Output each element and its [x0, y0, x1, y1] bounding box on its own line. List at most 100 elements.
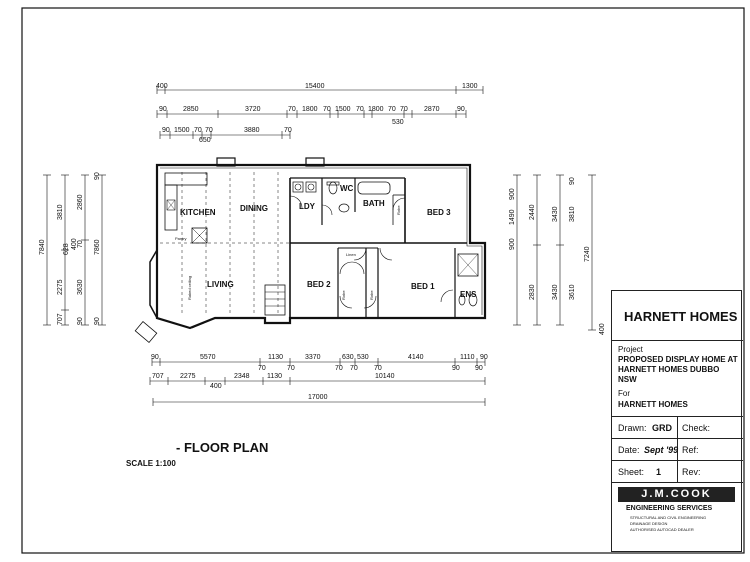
label-linen: Linen: [346, 252, 356, 257]
dim-text: 10140: [375, 373, 395, 380]
dim-text: 90: [480, 354, 488, 361]
room-bed2: BED 2: [307, 280, 331, 289]
dim-text: 1300: [462, 83, 478, 90]
dim-text: 70: [388, 106, 396, 113]
dim-text: 90: [457, 106, 465, 113]
dim-text: 1800: [302, 106, 318, 113]
title-block-drawn-row: Drawn: GRD Check:: [612, 417, 743, 439]
dim-text: 17000: [308, 394, 328, 401]
dim-text: 2440: [529, 204, 536, 220]
dim-text: 7860: [94, 239, 101, 255]
dim-text: 628: [63, 243, 70, 255]
dim-text: 400: [210, 383, 222, 390]
for-label: For: [618, 389, 630, 398]
label-robe: Robe: [341, 290, 346, 300]
room-living: LIVING: [207, 280, 234, 289]
dim-text: 90: [94, 172, 101, 180]
room-bed1: BED 1: [411, 282, 435, 291]
drawing-scale: SCALE 1:100: [126, 459, 176, 468]
dim-text: 3630: [77, 279, 84, 295]
top-dimensions: 400 15400 1300 90 2850 3720 70 1800 70 1…: [156, 83, 484, 144]
dim-text: 90: [475, 365, 483, 372]
drawn-label: Drawn:: [618, 423, 647, 433]
dim-text: 15400: [305, 83, 325, 90]
dim-text: 400: [156, 83, 168, 90]
dim-text: 3720: [245, 106, 261, 113]
pantry-box: [191, 227, 208, 244]
right-dimensions: [513, 174, 596, 331]
left-dimension-labels: 7840 3810 2275 707 2860 628 400 70 3630 …: [39, 172, 101, 325]
dim-text: 70: [400, 106, 408, 113]
dim-text: 2860: [77, 194, 84, 210]
dim-text: 70: [323, 106, 331, 113]
date-value: Sept '99: [644, 445, 679, 455]
dim-text: 70: [350, 365, 358, 372]
title-block: HARNETT HOMES Project PROPOSED DISPLAY H…: [611, 290, 743, 552]
company-name: HARNETT HOMES: [624, 309, 738, 324]
dim-text: 70: [374, 365, 382, 372]
room-labels: KITCHEN DINING LDY WC BATH BED 3 LIVING …: [175, 184, 477, 300]
label-robe: Robe: [369, 290, 374, 300]
title-block-date-row: Date: Sept '99 Ref:: [612, 439, 743, 461]
dim-text: 530: [357, 354, 369, 361]
dim-text: 90: [151, 354, 159, 361]
dim-text: 3430: [552, 284, 559, 300]
dim-text: 2275: [57, 279, 64, 295]
label-robe: Robe: [396, 205, 401, 215]
dim-text: 3370: [305, 354, 321, 361]
floor-plan: [134, 157, 487, 343]
dim-text: 70: [205, 127, 213, 134]
dim-text: 1130: [267, 373, 282, 380]
dim-text: 90: [94, 317, 101, 325]
firm-service: DRAINAGE DESIGN: [630, 521, 668, 526]
dim-text: 3610: [569, 284, 576, 300]
dim-text: 70: [288, 106, 296, 113]
dim-text: 1130: [268, 354, 283, 361]
rev-label: Rev:: [682, 467, 701, 477]
project-name: PROPOSED DISPLAY HOME AT HARNETT HOMES D…: [618, 355, 738, 384]
dim-text: 1490: [509, 209, 516, 225]
dim-text: 90: [162, 127, 170, 134]
sheet-label: Sheet:: [618, 467, 645, 477]
firm-service: STRUCTURAL AND CIVIL ENGINEERING: [630, 515, 707, 520]
dim-text: 3810: [57, 204, 64, 220]
firm-logo: J.M.COOK: [618, 487, 735, 502]
check-label: Check:: [682, 423, 711, 433]
dim-text: 3880: [244, 127, 260, 134]
dim-text: 90: [569, 177, 576, 185]
firm-service: AUTHORISED AUTOCAD DEALER: [630, 527, 694, 532]
room-ldy: LDY: [299, 202, 316, 211]
dim-text: 90: [452, 365, 460, 372]
dim-text: 630: [342, 354, 354, 361]
title-block-sheet-row: Sheet: 1 Rev:: [612, 461, 743, 483]
dim-text: 5570: [200, 354, 216, 361]
left-dimensions: [43, 174, 106, 326]
dim-text: 1500: [335, 106, 351, 113]
engineering-firm-block: J.M.COOK ENGINEERING SERVICES STRUCTURAL…: [612, 483, 741, 551]
sheet-value: 1: [656, 467, 662, 477]
dim-text: 2850: [183, 106, 199, 113]
dim-text: 70: [194, 127, 202, 134]
dim-text: 70: [284, 127, 292, 134]
right-dimension-labels: 900 1490 900 2440 2830 3430 3430 3810 36…: [509, 177, 606, 335]
dim-text: 707: [57, 313, 64, 325]
dim-text: 1110: [460, 354, 475, 361]
room-wc: WC: [340, 184, 354, 193]
dim-text: 900: [509, 238, 516, 250]
title-block-company-row: HARNETT HOMES: [612, 291, 743, 341]
room-dining: DINING: [240, 204, 268, 213]
room-ens: ENS: [460, 290, 477, 299]
dim-text: 90: [77, 317, 84, 325]
dim-text: 400: [71, 238, 78, 250]
client-name: HARNETT HOMES: [618, 400, 688, 409]
dim-text: 3430: [552, 206, 559, 222]
bay-window: [149, 249, 158, 319]
drawn-value: GRD: [652, 423, 672, 433]
dim-text: 70: [287, 365, 295, 372]
dim-text: 650: [199, 137, 211, 144]
dim-text: 4140: [408, 354, 424, 361]
dim-text: 70: [356, 106, 364, 113]
dim-text: 900: [509, 188, 516, 200]
